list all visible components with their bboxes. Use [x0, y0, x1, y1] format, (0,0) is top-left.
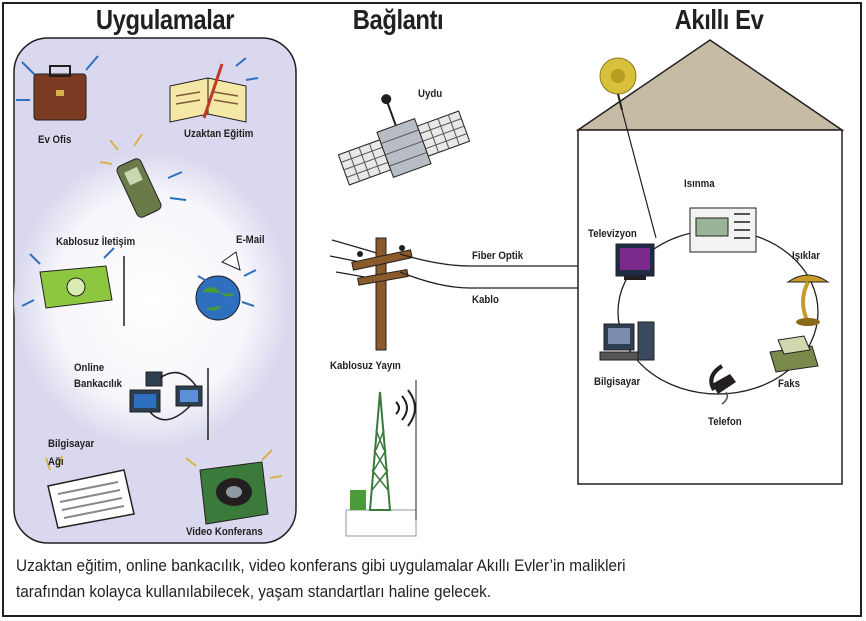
satellite-dish-icon: [599, 57, 657, 239]
label-computer: Bilgisayar: [594, 376, 641, 388]
label-heating: Isınma: [684, 178, 715, 190]
label-phone: Telefon: [708, 416, 742, 428]
caption-line-1: Uzaktan eğitim, online bankacılık, video…: [16, 557, 626, 575]
broadcast-tower-icon: [345, 380, 417, 537]
label-fiber-optic: Fiber Optik: [472, 250, 524, 262]
label-computer-network-2: Ağı: [48, 456, 64, 468]
fax-machine-icon: [769, 335, 819, 373]
open-book-icon: [169, 57, 259, 123]
label-cable: Kablo: [472, 294, 499, 306]
globe-email-icon: [195, 251, 257, 321]
label-fax: Faks: [778, 378, 801, 390]
heading-applications: Uygulamalar: [95, 4, 235, 35]
applications-glow: [14, 150, 290, 450]
caption-line-2: tarafından kolayca kullanılabilecek, yaş…: [16, 583, 492, 601]
label-email: E-Mail: [236, 234, 265, 246]
satellite-icon: [337, 94, 471, 186]
fiber-optic-line: [399, 253, 580, 267]
heading-smart-home: Akıllı Ev: [674, 4, 764, 35]
thermostat-icon: [689, 207, 757, 253]
money-bill-icon: [21, 247, 125, 326]
briefcase-icon: [16, 55, 99, 121]
label-online-banking-1: Online: [74, 362, 105, 374]
label-home-office: Ev Ofis: [38, 134, 72, 146]
smart-home-house: [575, 39, 845, 485]
label-wireless-comm: Kablosuz İletişim: [56, 236, 136, 248]
mobile-phone-icon: [99, 133, 187, 218]
label-lights: Işıklar: [792, 250, 820, 262]
networked-computers-icon: [129, 368, 209, 440]
label-computer-network-1: Bilgisayar: [48, 438, 95, 450]
figure-caption: Uzaktan eğitim, online bankacılık, video…: [16, 553, 797, 605]
cable-line: [399, 271, 580, 289]
video-camera-icon: [185, 449, 283, 525]
utility-pole-icon: [329, 237, 413, 351]
label-video-conference: Video Konferans: [186, 526, 263, 538]
label-satellite: Uydu: [418, 88, 443, 100]
label-wireless-broadcast: Kablosuz Yayın: [330, 360, 401, 372]
label-television: Televizyon: [588, 228, 637, 240]
television-icon: [615, 243, 655, 280]
telephone-icon: [709, 364, 736, 405]
heading-connection: Bağlantı: [352, 4, 444, 35]
label-online-banking-2: Bankacılık: [74, 378, 122, 390]
label-distance-learning: Uzaktan Eğitim: [184, 128, 254, 140]
lamp-icon: [786, 274, 830, 326]
desktop-computer-icon: [599, 321, 655, 361]
newspaper-icon: [45, 455, 135, 529]
